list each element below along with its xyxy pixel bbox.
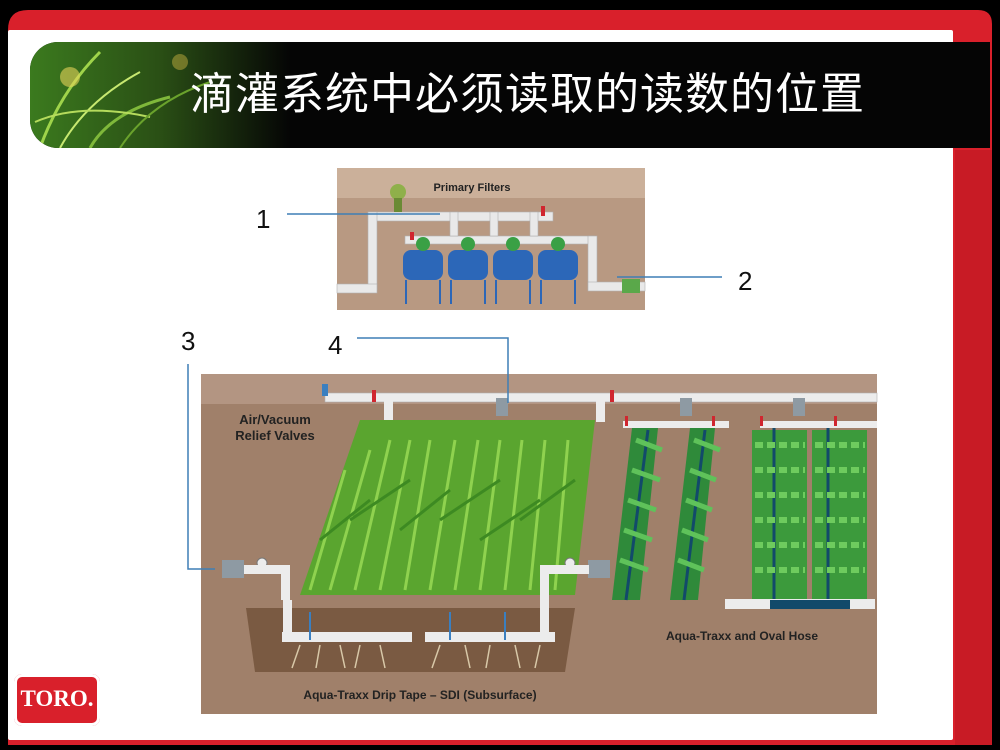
- aqua-traxx-rows: [612, 428, 721, 601]
- slide-title: 滴灌系统中必须读取的读数的位置: [190, 69, 865, 120]
- title-band: [30, 42, 990, 148]
- callout-number-3: 3: [181, 326, 196, 356]
- drip-tape-label: Aqua-Traxx Drip Tape – SDI (Subsurface): [303, 688, 536, 702]
- callout-number-2: 2: [738, 266, 753, 296]
- oval-hose-label: Aqua-Traxx and Oval Hose: [666, 629, 818, 643]
- filter-tanks: [403, 237, 578, 304]
- air-vacuum-label-2: Relief Valves: [235, 428, 315, 443]
- air-vacuum-label-1: Air/Vacuum: [239, 412, 311, 427]
- grass-image: [30, 42, 290, 148]
- callout-line-4: [357, 337, 509, 403]
- right-valve-assembly: [540, 557, 610, 640]
- primary-filters-panel: Primary Filters: [336, 168, 646, 310]
- oval-hose-rows: [725, 428, 875, 609]
- corn-crop: [300, 420, 595, 595]
- left-valve-assembly: [222, 557, 292, 640]
- callout-number-1: 1: [256, 204, 271, 234]
- toro-logo-text: TORO.: [20, 686, 94, 711]
- callout-line-3: [187, 364, 215, 570]
- field-panel: Air/Vacuum Relief Valves: [201, 374, 878, 714]
- callout-lines: [187, 213, 722, 570]
- primary-filters-label: Primary Filters: [433, 182, 510, 194]
- callout-number-4: 4: [328, 330, 343, 360]
- subsurface-trench: [246, 608, 575, 672]
- toro-logo: TORO.: [14, 674, 100, 726]
